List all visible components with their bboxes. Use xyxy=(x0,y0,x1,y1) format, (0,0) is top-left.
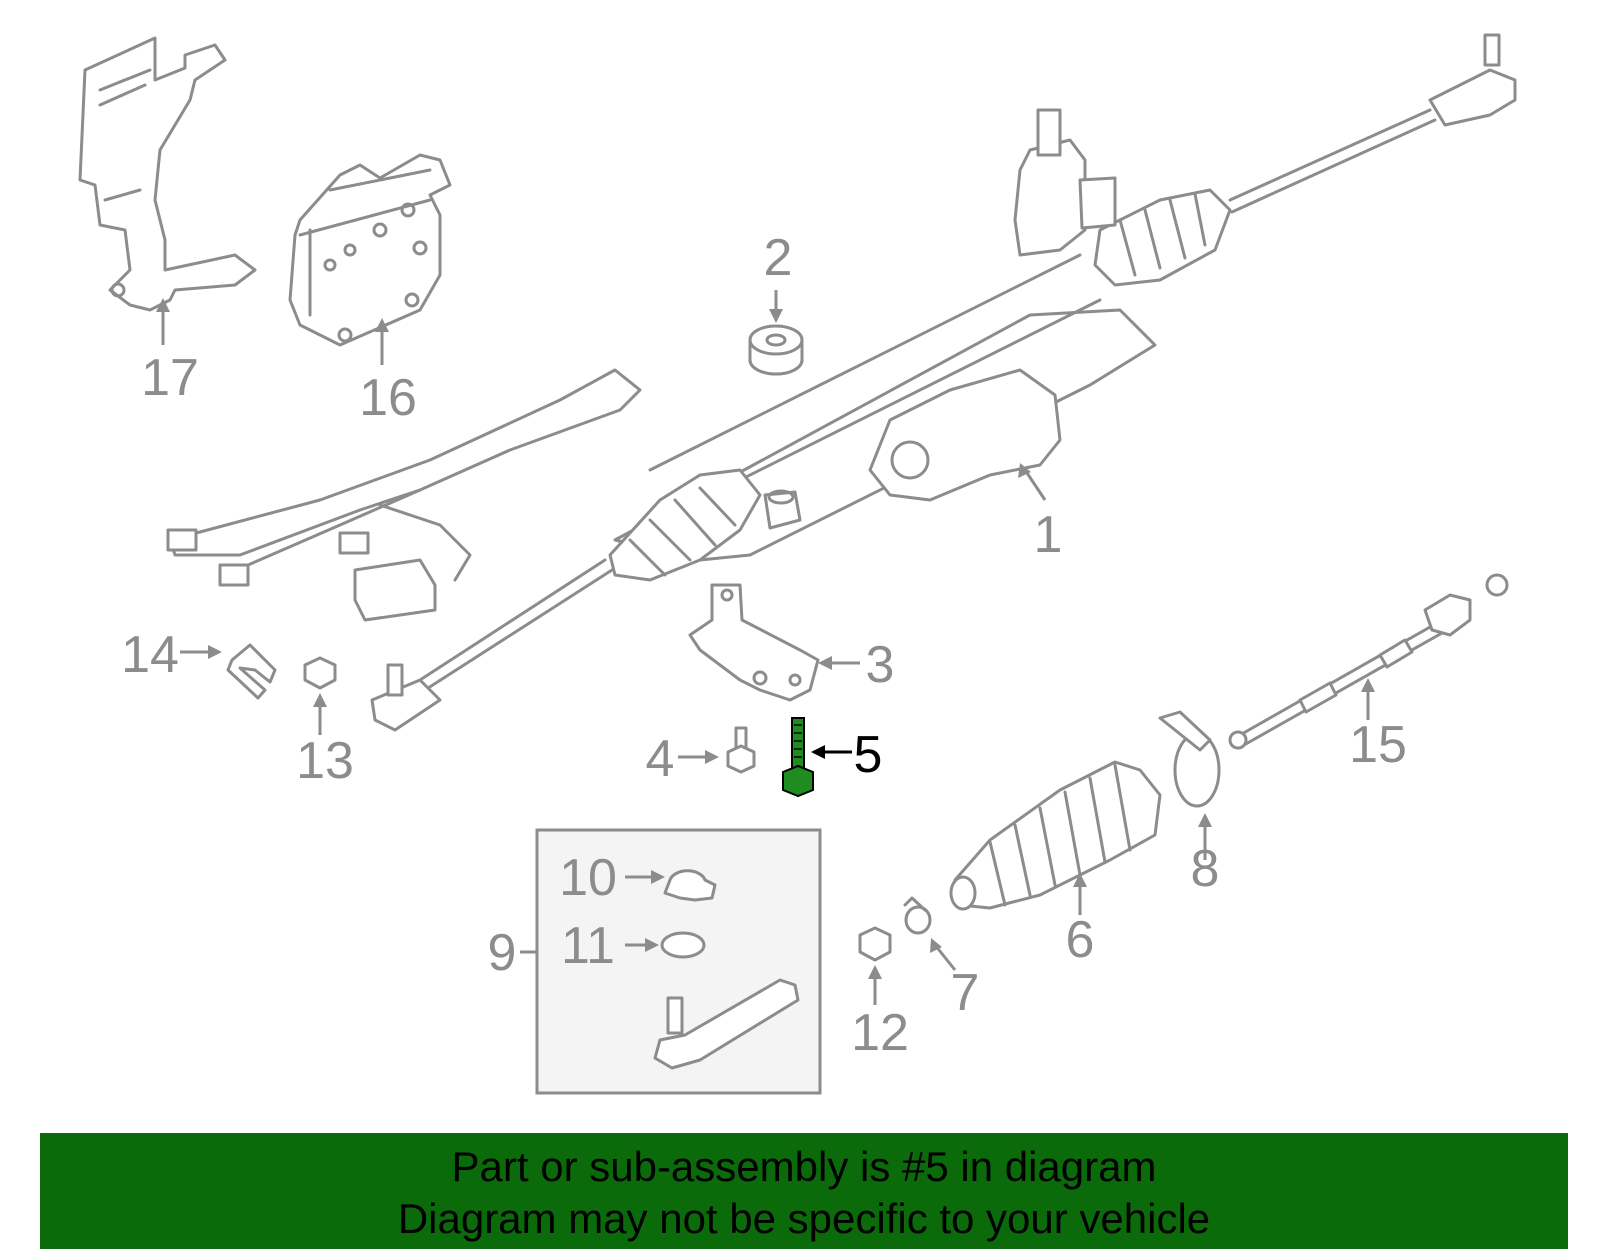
callout-1: 1 xyxy=(1034,506,1063,564)
arrowhead-1 xyxy=(1018,463,1031,478)
part-3-bracket xyxy=(688,583,820,702)
arrowhead-15 xyxy=(1361,678,1375,692)
part-6-boot xyxy=(949,760,1162,911)
callout-2: 2 xyxy=(764,229,793,287)
callout-11: 11 xyxy=(561,917,615,975)
arrowhead-17 xyxy=(156,298,170,312)
part-7-clamp xyxy=(903,896,932,935)
part-2-bushing xyxy=(748,324,804,376)
part-14-clip xyxy=(226,643,277,700)
arrowhead-14 xyxy=(208,645,222,659)
arrowhead-2 xyxy=(769,309,783,323)
callout-6: 6 xyxy=(1066,911,1095,969)
callout-13: 13 xyxy=(296,732,354,790)
part-4-bolt xyxy=(726,726,756,774)
arrowhead-3 xyxy=(818,656,832,670)
callout-9: 9 xyxy=(488,924,517,982)
part-17-bracket xyxy=(78,36,257,312)
callout-10: 10 xyxy=(559,849,617,907)
part-12-nut xyxy=(858,926,892,962)
callout-8: 8 xyxy=(1191,840,1220,898)
notice-banner: Part or sub-assembly is #5 in diagram Di… xyxy=(40,1133,1568,1249)
arrowhead-12 xyxy=(868,965,882,979)
arrowhead-13 xyxy=(313,693,327,707)
part-15-inner-tie-rod xyxy=(1228,573,1509,750)
callout-12: 12 xyxy=(851,1004,909,1062)
part-13-nut xyxy=(303,656,337,690)
banner-line-2: Diagram may not be specific to your vehi… xyxy=(397,1195,1211,1242)
callout-4: 4 xyxy=(646,730,675,788)
callout-15: 15 xyxy=(1349,716,1407,774)
part-5-bolt-highlighted xyxy=(782,717,814,798)
callout-7: 7 xyxy=(951,964,980,1022)
callout-5-highlighted: 5 xyxy=(854,726,883,784)
part-9-outer-tie-rod-kit xyxy=(520,828,822,1095)
arrowhead-8 xyxy=(1198,813,1212,827)
arrowhead-7 xyxy=(930,938,942,953)
part-1-steering-gear xyxy=(166,33,1517,732)
callout-14: 14 xyxy=(121,626,179,684)
arrow-1 xyxy=(1023,469,1047,501)
arrowhead-16 xyxy=(375,318,389,332)
callout-3: 3 xyxy=(866,636,895,694)
part-8-clamp xyxy=(1158,710,1221,808)
arrow-7 xyxy=(933,944,957,971)
arrowhead-4 xyxy=(705,750,719,764)
callout-16: 16 xyxy=(359,369,417,427)
callout-17: 17 xyxy=(141,349,199,407)
banner-line-1: Part or sub-assembly is #5 in diagram xyxy=(451,1143,1157,1190)
arrowhead-5 xyxy=(811,745,825,759)
part-16-control-module xyxy=(288,153,452,347)
arrowhead-6 xyxy=(1073,873,1087,887)
